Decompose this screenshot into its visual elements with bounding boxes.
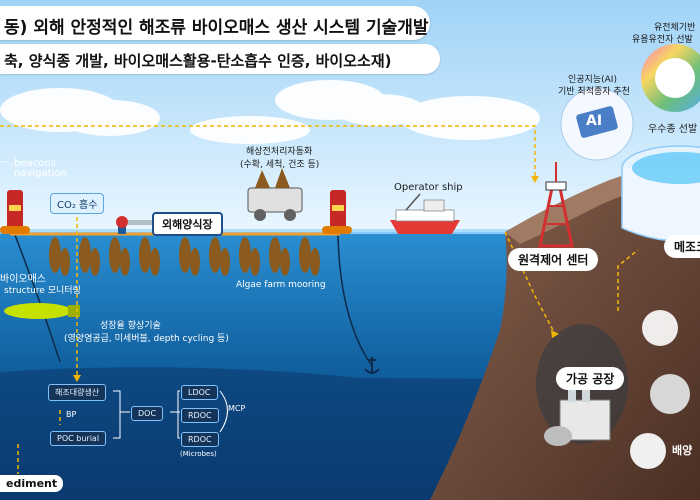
ldoc-box: LDOC xyxy=(181,385,218,400)
co2-absorption-tag: CO₂ 흡수 xyxy=(50,193,105,214)
mooring-line-right xyxy=(337,234,373,367)
ai-chip-text: AI xyxy=(586,113,603,129)
gene-wheel xyxy=(641,44,700,112)
gene-label-2: 유용유전자 선발 xyxy=(632,35,693,45)
operator-ship-label: Operator ship xyxy=(394,182,463,193)
anchor-icon xyxy=(364,357,380,374)
processing-plant-label: 가공 공장 xyxy=(556,367,625,390)
offshore-farm-label: 외해양식장 xyxy=(152,212,223,236)
gene-label-1: 유전체기반 xyxy=(654,23,696,33)
culture-label: 배양 xyxy=(672,444,693,457)
biomass-label-1: 바이오매스 xyxy=(0,274,46,285)
bp-label: BP xyxy=(66,410,77,419)
beacons-label-1: ㅡ–beacons xyxy=(0,158,56,169)
title-line-2: 축, 양식종 개발, 바이오매스활용-탄소흡수 인증, 바이오소재) xyxy=(4,52,392,70)
poc-burial-box: POC burial xyxy=(50,431,107,446)
mooring-label: Algae farm mooring xyxy=(236,280,326,290)
buoy-right xyxy=(322,190,352,234)
harvest-label-1: 해상전처리자동화 xyxy=(246,147,313,157)
carbon-flow-lines xyxy=(113,390,228,439)
sea-surface-line xyxy=(0,229,560,234)
rdoc-box-1: RDOC xyxy=(181,408,219,423)
clouds xyxy=(0,80,540,144)
kelp-plants xyxy=(49,237,320,276)
growth-label-2: (영양염공급, 미세버블, depth cycling 등) xyxy=(64,334,229,344)
sediment-label: ediment xyxy=(0,475,64,492)
ai-label-1: 인공지능(AI) xyxy=(568,75,617,85)
product-circles xyxy=(630,310,690,469)
rdoc-box-2: RDOC xyxy=(181,432,219,447)
arrow-heads xyxy=(73,176,559,382)
ai-circle xyxy=(560,87,634,161)
growth-label-1: 성장율 향상기술 xyxy=(100,321,161,331)
pump-pipe xyxy=(116,216,152,234)
title-line-2-bar: 축, 양식종 개발, 바이오매스활용-탄소흡수 인증, 바이오소재) xyxy=(0,44,440,74)
harvest-label-2: (수확, 세척, 건조 등) xyxy=(240,160,320,170)
ai-label-2: 기반 최적종자 추천 xyxy=(558,87,630,97)
species-selection-label: 우수종 선발 및 xyxy=(648,124,700,135)
operator-ship xyxy=(390,193,460,234)
mcp-label: MCP xyxy=(228,404,246,413)
title-line-1-bar: 동) 외해 안정적인 해조류 바이오매스 생산 시스템 기술개발 xyxy=(0,6,430,40)
biomass-label-2: structure 모니터링 xyxy=(4,286,81,296)
mass-production-box: 해조대량생산 xyxy=(48,384,107,401)
title-line-1: 동) 외해 안정적인 해조류 바이오매스 생산 시스템 기술개발 xyxy=(4,18,429,38)
control-tower xyxy=(538,162,574,248)
control-center-label: 원격제어 센터 xyxy=(508,248,599,271)
doc-box: DOC xyxy=(131,406,164,421)
mooring-line-left xyxy=(14,234,61,363)
microbes-label: (Microbes) xyxy=(180,450,217,458)
nursery-label: 메조코 xyxy=(664,235,700,258)
beacons-label-2: navigation xyxy=(14,168,67,179)
nursery-tank xyxy=(621,145,700,242)
buoy-left xyxy=(0,190,30,234)
harvest-machine xyxy=(247,168,303,221)
auv-drone xyxy=(4,303,80,319)
